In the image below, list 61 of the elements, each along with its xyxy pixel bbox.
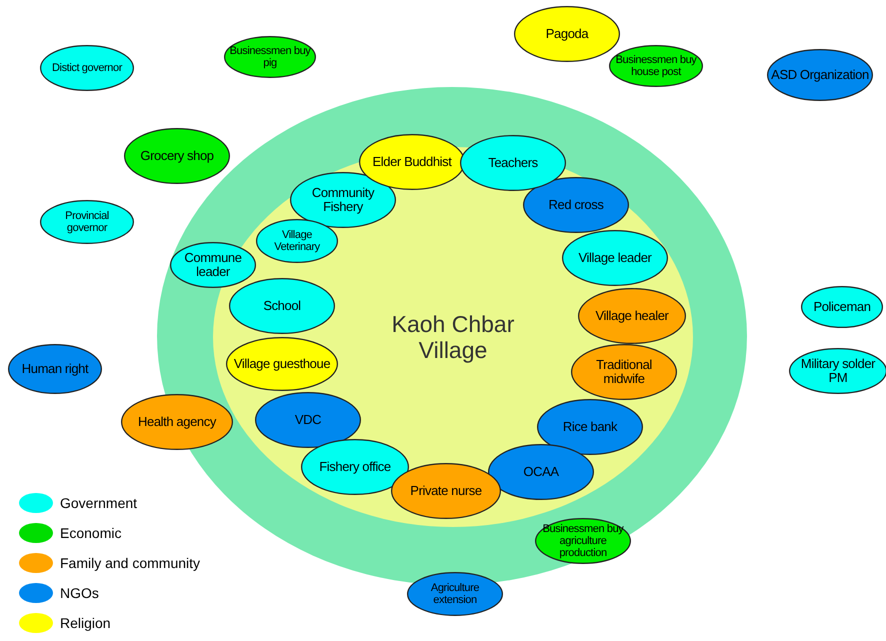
category-bubble <box>571 344 677 400</box>
bubble-label: Commune leader <box>183 251 243 279</box>
bubble-label: Health agency <box>137 415 218 429</box>
category-bubble <box>8 344 102 394</box>
bubble-label: Grocery shop <box>139 149 215 163</box>
village-name: Kaoh Chbar Village <box>390 311 516 363</box>
legend-label: Family and community <box>60 555 200 571</box>
category-bubble <box>40 45 134 91</box>
category-bubble <box>256 219 338 263</box>
bubble-label: School <box>262 299 302 313</box>
bubble-label: Village Veterinary <box>273 229 321 253</box>
category-bubble <box>391 463 501 519</box>
category-bubble <box>535 518 631 564</box>
category-bubble <box>226 337 338 391</box>
bubble-label: Village guesthoue <box>232 357 332 371</box>
category-bubble <box>578 288 686 344</box>
bubble-label: OCAA <box>522 465 560 479</box>
category-bubble <box>124 128 230 184</box>
bubble-label: Fishery office <box>318 460 392 474</box>
bubble-label: Agriculture extension <box>430 582 480 606</box>
bubble-label: Policeman <box>812 300 872 314</box>
category-bubble <box>170 242 256 288</box>
bubble-label: Elder Buddhist <box>372 155 453 169</box>
bubble-label: Community Fishery <box>310 186 376 214</box>
category-bubble <box>488 444 594 500</box>
bubble-label: Businessmen buy pig <box>228 45 312 69</box>
legend-label: NGOs <box>60 585 99 601</box>
category-bubble <box>789 348 886 394</box>
bubble-label: Military solder PM <box>800 357 876 385</box>
bubble-label: Rice bank <box>562 420 618 434</box>
category-bubble <box>301 439 409 495</box>
category-bubble <box>224 36 316 78</box>
bubble-label: Businessmen buy house post <box>614 54 698 78</box>
bubble-label: Teachers <box>487 156 539 170</box>
bubble-label: Pagoda <box>544 27 590 41</box>
bubble-label: Provincial governor <box>64 210 110 234</box>
bubble-label: Red cross <box>548 198 604 212</box>
bubble-label: Village leader <box>578 251 653 265</box>
bubble-label: ASD Organization <box>770 68 870 82</box>
bubble-label: Traditional midwife <box>595 358 653 386</box>
category-bubble <box>801 286 883 328</box>
bubble-label: Human right <box>20 362 90 376</box>
category-bubble <box>255 392 361 448</box>
category-bubble <box>40 200 134 244</box>
category-bubble <box>121 394 233 450</box>
legend-label: Government <box>60 495 138 511</box>
legend-label: Economic <box>60 525 122 541</box>
category-bubble <box>609 45 703 87</box>
bubble-label: Village healer <box>594 309 670 323</box>
category-bubble <box>460 135 566 191</box>
bubble-label: Private nurse <box>409 484 483 498</box>
category-bubble <box>767 49 873 101</box>
legend-label: Religion <box>60 615 111 631</box>
bubble-label: Businessmen buy agriculture production <box>542 523 625 559</box>
bubble-label: VDC <box>294 413 322 427</box>
bubble-label: Distict governor <box>50 62 124 74</box>
category-bubble <box>523 177 629 233</box>
category-bubble <box>537 399 643 455</box>
category-bubble <box>229 278 335 334</box>
category-bubble <box>407 572 503 616</box>
category-bubble <box>562 230 668 286</box>
